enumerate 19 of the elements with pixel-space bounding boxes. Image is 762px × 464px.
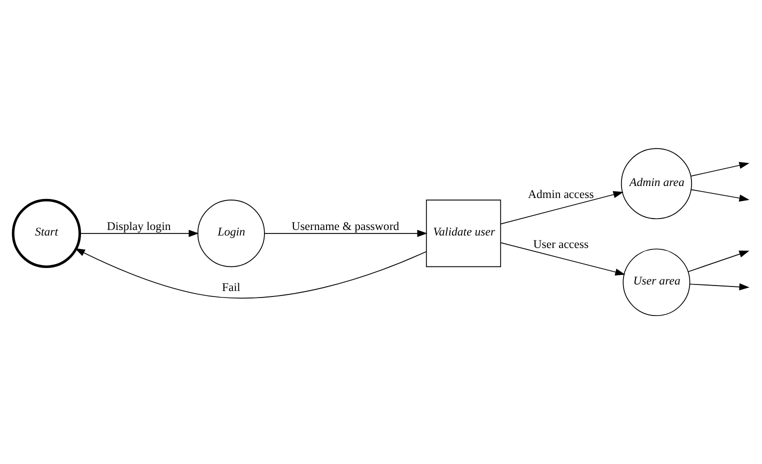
edge-label: Admin access [528,187,594,202]
edge-label: Username & password [292,219,400,234]
node-circle: Login [197,200,265,268]
arrow [74,248,427,299]
node-circle: User area [622,248,690,316]
node-circle: Start [12,198,82,268]
edge-label: Fail [222,280,240,294]
arrow [80,230,199,237]
arrow [264,230,428,237]
edge-label: User access [533,236,589,251]
edge-label: Display login [106,219,171,234]
arrow [688,250,750,272]
arrow [690,162,750,177]
arrow [691,189,750,202]
node-box: Validate user [426,200,502,268]
arrow [500,191,624,224]
arrow [500,242,626,276]
node-circle: Admin area [620,148,692,220]
arrow [689,283,750,290]
